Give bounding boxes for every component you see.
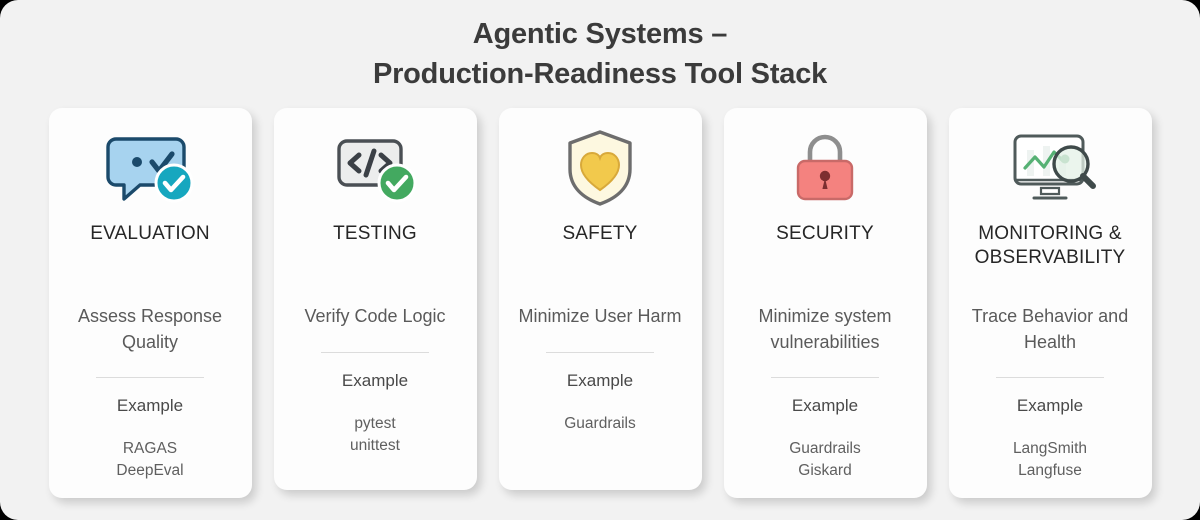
card-title-text: EVALUATION: [90, 223, 210, 245]
card-divider: [96, 377, 204, 379]
example-label-monitoring-observability: Example: [1016, 396, 1084, 416]
shield-heart-icon: [554, 120, 646, 216]
card-description-safety: Minimize User Harm: [518, 306, 682, 327]
padlock-icon: [779, 120, 871, 216]
card-divider: [771, 377, 879, 379]
card-divider: [996, 377, 1104, 379]
card-description-monitoring-observability: Trace Behavior and Health: [971, 306, 1129, 352]
card-title-text-line-2: OBSERVABILITY: [974, 246, 1126, 268]
code-window-check-icon: [329, 120, 421, 216]
example-label-evaluation: Example: [116, 396, 184, 416]
example-item: LangSmith: [1012, 440, 1088, 458]
card-title-safety: SAFETY: [562, 222, 637, 270]
card-description-security: Minimize system vulnerabilities: [758, 306, 892, 352]
monitor-chart-magnifier-icon: [1001, 120, 1099, 216]
card-title-evaluation: EVALUATION: [90, 222, 210, 270]
example-item: pytest: [354, 414, 396, 432]
example-item: Guardrails: [789, 440, 861, 458]
card-monitoring-observability[interactable]: MONITORING & OBSERVABILITY Trace Behavio…: [948, 108, 1152, 499]
card-title-text: SECURITY: [776, 223, 874, 245]
card-title-monitoring-observability: MONITORING & OBSERVABILITY: [975, 222, 1126, 270]
example-list-monitoring-observability: LangSmith Langfuse: [1013, 438, 1087, 482]
card-title-testing: TESTING: [333, 222, 417, 270]
card-divider: [546, 351, 654, 353]
card-security[interactable]: SECURITY Minimize system vulnerabilities…: [723, 108, 927, 499]
example-item: Guardrails: [564, 414, 636, 432]
card-title-text: SAFETY: [562, 223, 638, 245]
example-list-safety: Guardrails: [564, 413, 636, 435]
example-item: Langfuse: [1018, 462, 1082, 480]
card-title-text: MONITORING &: [978, 223, 1122, 245]
card-description-testing: Verify Code Logic: [304, 306, 446, 327]
page-title: Agentic Systems – Production-Readiness T…: [0, 0, 1200, 94]
chat-bubble-check-icon: [104, 120, 196, 216]
card-title-text: TESTING: [333, 223, 417, 245]
example-list-evaluation: RAGAS DeepEval: [116, 438, 183, 482]
example-item: DeepEval: [116, 462, 184, 480]
card-safety[interactable]: SAFETY Minimize User Harm Example Guardr…: [498, 108, 702, 491]
card-testing[interactable]: TESTING Verify Code Logic Example pytest…: [273, 108, 477, 491]
card-title-security: SECURITY: [776, 222, 874, 270]
card-description-evaluation: Assess Response Quality: [77, 306, 223, 352]
example-list-security: Guardrails Giskard: [789, 438, 861, 482]
example-item: unittest: [350, 436, 400, 454]
example-label-testing: Example: [341, 370, 409, 390]
card-divider: [321, 351, 429, 353]
page-title-line-2: Production-Readiness Tool Stack: [372, 58, 828, 91]
card-evaluation[interactable]: EVALUATION Assess Response Quality Examp…: [48, 108, 252, 499]
example-label-security: Example: [791, 396, 859, 416]
card-row: EVALUATION Assess Response Quality Examp…: [0, 108, 1200, 499]
example-label-safety: Example: [566, 370, 634, 390]
example-item: Giskard: [798, 462, 852, 480]
example-item: RAGAS: [122, 440, 178, 458]
page-title-line-1: Agentic Systems –: [472, 18, 728, 50]
example-list-testing: pytest unittest: [350, 413, 400, 457]
